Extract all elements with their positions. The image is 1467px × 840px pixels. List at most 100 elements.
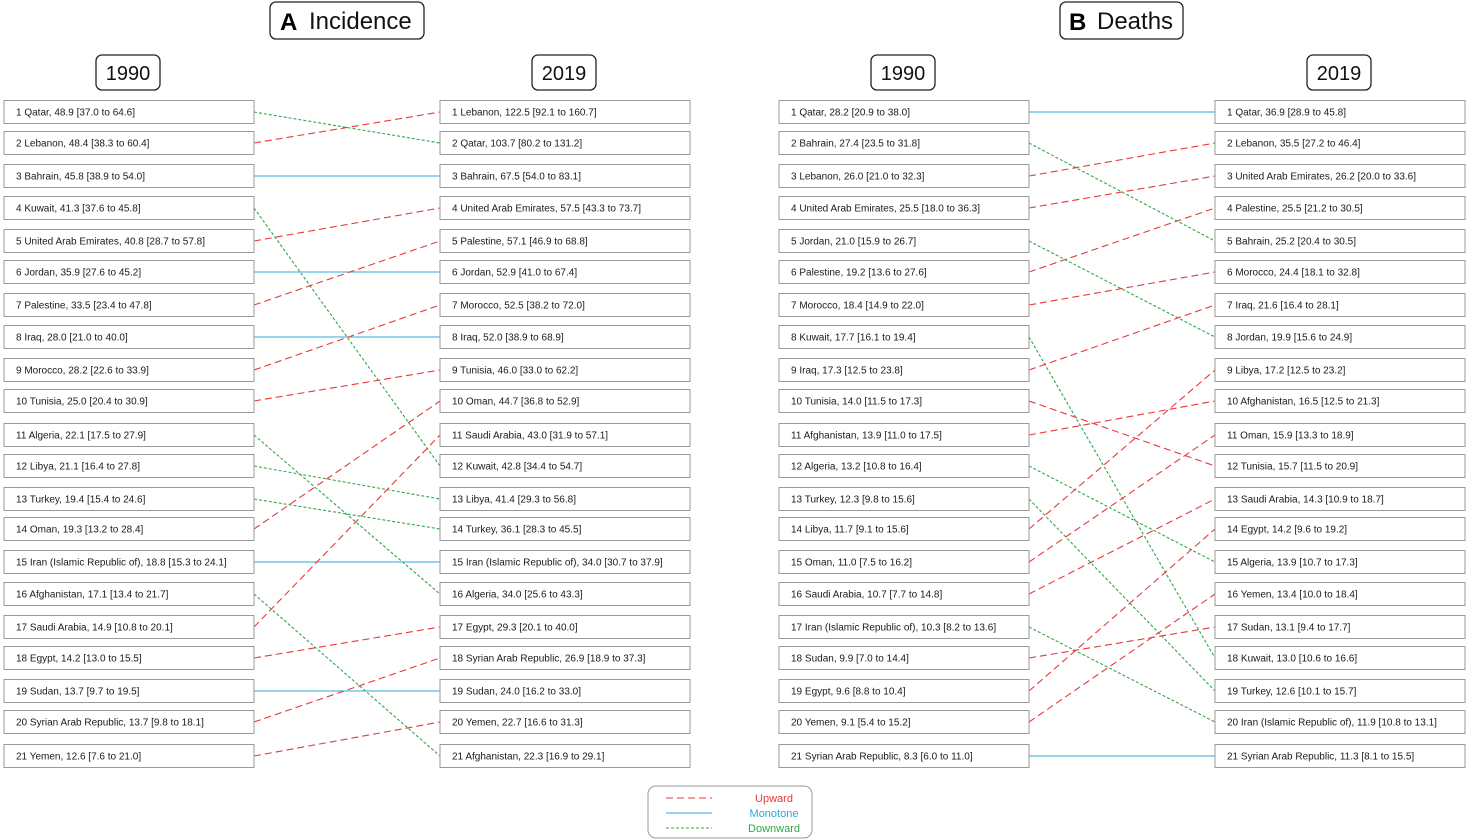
rank-box-frame bbox=[439, 517, 691, 541]
rank-label: 6 Jordan, 52.9 [41.0 to 67.4] bbox=[452, 268, 577, 279]
rank-box-frame bbox=[1214, 164, 1466, 188]
rank-box-left: 20 Yemen, 9.1 [5.4 to 15.2] bbox=[778, 710, 1030, 734]
rank-label: 6 Jordan, 35.9 [27.6 to 45.2] bbox=[16, 268, 141, 279]
rank-label: 15 Oman, 11.0 [7.5 to 16.2] bbox=[791, 558, 912, 569]
rank-box-frame bbox=[439, 710, 691, 734]
rank-box-frame bbox=[1214, 744, 1466, 768]
rank-label: 18 Egypt, 14.2 [13.0 to 15.5] bbox=[16, 654, 142, 665]
rank-box-frame bbox=[1214, 100, 1466, 124]
rank-label: 19 Egypt, 9.6 [8.8 to 10.4] bbox=[791, 687, 906, 698]
rank-label: 12 Tunisia, 15.7 [11.5 to 20.9] bbox=[1227, 462, 1358, 473]
panel-a-title: A Incidence bbox=[269, 1, 425, 40]
rank-box-frame bbox=[778, 164, 1030, 188]
rank-box-frame bbox=[778, 389, 1030, 413]
rank-label: 10 Afghanistan, 16.5 [12.5 to 21.3] bbox=[1227, 397, 1380, 408]
rank-box-frame bbox=[1214, 423, 1466, 447]
rank-label: 11 Afghanistan, 13.9 [11.0 to 17.5] bbox=[791, 431, 942, 442]
connector-upward bbox=[253, 626, 441, 659]
rank-label: 17 Egypt, 29.3 [20.1 to 40.0] bbox=[452, 623, 578, 634]
connector-upward bbox=[1028, 207, 1216, 273]
rank-box-left: 5 Jordan, 21.0 [15.9 to 26.7] bbox=[778, 229, 1030, 253]
rank-label: 21 Yemen, 12.6 [7.6 to 21.0] bbox=[16, 752, 141, 763]
rank-box-right: 15 Iran (Islamic Republic of), 34.0 [30.… bbox=[439, 550, 691, 574]
rank-label: 14 Egypt, 14.2 [9.6 to 19.2] bbox=[1227, 525, 1347, 536]
rank-box-frame bbox=[778, 325, 1030, 349]
rank-box-left: 18 Sudan, 9.9 [7.0 to 14.4] bbox=[778, 646, 1030, 670]
rank-box-frame bbox=[1214, 229, 1466, 253]
panel-b-left-year: 1990 bbox=[870, 54, 936, 91]
legend-frame bbox=[647, 785, 813, 839]
rank-box-frame bbox=[439, 646, 691, 670]
rank-label: 17 Saudi Arabia, 14.9 [10.8 to 20.1] bbox=[16, 623, 173, 634]
rank-label: 9 Iraq, 17.3 [12.5 to 23.8] bbox=[791, 366, 903, 377]
rank-label: 12 Libya, 21.1 [16.4 to 27.8] bbox=[16, 462, 140, 473]
rank-label: 4 United Arab Emirates, 25.5 [18.0 to 36… bbox=[791, 204, 980, 215]
rank-label: 5 Bahrain, 25.2 [20.4 to 30.5] bbox=[1227, 237, 1356, 248]
rank-box-frame bbox=[439, 389, 691, 413]
rank-box-left: 13 Turkey, 19.4 [15.4 to 24.6] bbox=[3, 487, 255, 511]
rank-label: 5 United Arab Emirates, 40.8 [28.7 to 57… bbox=[16, 237, 205, 248]
connector-upward bbox=[1028, 369, 1216, 530]
rank-label: 16 Yemen, 13.4 [10.0 to 18.4] bbox=[1227, 590, 1358, 601]
connector-lines bbox=[253, 111, 1216, 757]
rank-box-frame bbox=[439, 615, 691, 639]
rank-box-frame bbox=[778, 646, 1030, 670]
connector-downward bbox=[1028, 498, 1216, 692]
rank-label: 17 Iran (Islamic Republic of), 10.3 [8.2… bbox=[791, 623, 996, 634]
rank-box-frame bbox=[778, 487, 1030, 511]
rank-label: 17 Sudan, 13.1 [9.4 to 17.7] bbox=[1227, 623, 1351, 634]
rank-label: 8 Jordan, 19.9 [15.6 to 24.9] bbox=[1227, 333, 1352, 344]
rank-box-frame bbox=[1214, 550, 1466, 574]
svg-text:1990: 1990 bbox=[881, 63, 926, 85]
rank-box-frame bbox=[1214, 679, 1466, 703]
rank-box-left: 14 Oman, 19.3 [13.2 to 28.4] bbox=[3, 517, 255, 541]
rank-box-frame bbox=[3, 325, 255, 349]
connector-upward bbox=[1028, 434, 1216, 563]
rank-label: 19 Turkey, 12.6 [10.1 to 15.7] bbox=[1227, 687, 1357, 698]
rank-box-frame bbox=[1214, 615, 1466, 639]
rank-box-right: 3 United Arab Emirates, 26.2 [20.0 to 33… bbox=[1214, 164, 1466, 188]
connector-upward bbox=[253, 207, 441, 242]
connector-upward bbox=[1028, 498, 1216, 595]
rank-label: 18 Syrian Arab Republic, 26.9 [18.9 to 3… bbox=[452, 654, 646, 665]
rank-box-right: 13 Saudi Arabia, 14.3 [10.9 to 18.7] bbox=[1214, 487, 1466, 511]
rank-box-frame bbox=[3, 646, 255, 670]
rank-box-frame bbox=[1214, 358, 1466, 382]
rank-box-left: 15 Iran (Islamic Republic of), 18.8 [15.… bbox=[3, 550, 255, 574]
rank-box-right: 12 Tunisia, 15.7 [11.5 to 20.9] bbox=[1214, 454, 1466, 478]
rank-box-frame bbox=[3, 582, 255, 606]
rank-box-right: 12 Kuwait, 42.8 [34.4 to 54.7] bbox=[439, 454, 691, 478]
rank-box-frame bbox=[3, 454, 255, 478]
rank-label: 9 Libya, 17.2 [12.5 to 23.2] bbox=[1227, 366, 1346, 377]
rank-box-left: 8 Iraq, 28.0 [21.0 to 40.0] bbox=[3, 325, 255, 349]
rank-label: 11 Oman, 15.9 [13.3 to 18.9] bbox=[1227, 431, 1354, 442]
rank-box-right: 6 Jordan, 52.9 [41.0 to 67.4] bbox=[439, 260, 691, 284]
rank-box-frame bbox=[778, 710, 1030, 734]
rank-label: 2 Bahrain, 27.4 [23.5 to 31.8] bbox=[791, 139, 920, 150]
rank-label: 1 Qatar, 28.2 [20.9 to 38.0] bbox=[791, 108, 910, 119]
panel-b-right-year: 2019 bbox=[1306, 54, 1372, 91]
rank-box-left: 19 Sudan, 13.7 [9.7 to 19.5] bbox=[3, 679, 255, 703]
rank-box-right: 17 Egypt, 29.3 [20.1 to 40.0] bbox=[439, 615, 691, 639]
rank-box-frame bbox=[439, 582, 691, 606]
legend-label-upward: Upward bbox=[755, 793, 793, 805]
rank-box-frame bbox=[1214, 293, 1466, 317]
rank-box-left: 17 Saudi Arabia, 14.9 [10.8 to 20.1] bbox=[3, 615, 255, 639]
rank-box-right: 18 Kuwait, 13.0 [10.6 to 16.6] bbox=[1214, 646, 1466, 670]
rank-box-right: 13 Libya, 41.4 [29.3 to 56.8] bbox=[439, 487, 691, 511]
rank-box-frame bbox=[778, 744, 1030, 768]
rank-label: 3 Bahrain, 67.5 [54.0 to 83.1] bbox=[452, 172, 581, 183]
panel-a-right-year: 2019 bbox=[531, 54, 597, 91]
rank-label: 13 Turkey, 19.4 [15.4 to 24.6] bbox=[16, 495, 146, 506]
rank-box-right: 2 Qatar, 103.7 [80.2 to 131.2] bbox=[439, 131, 691, 155]
rank-box-frame bbox=[3, 260, 255, 284]
rank-label: 14 Libya, 11.7 [9.1 to 15.6] bbox=[791, 525, 909, 536]
rank-box-frame bbox=[439, 550, 691, 574]
rank-box-right: 21 Syrian Arab Republic, 11.3 [8.1 to 15… bbox=[1214, 744, 1466, 768]
connector-downward bbox=[1028, 336, 1216, 659]
rank-box-frame bbox=[1214, 389, 1466, 413]
rank-box-frame bbox=[439, 260, 691, 284]
rank-box-right: 7 Iraq, 21.6 [16.4 to 28.1] bbox=[1214, 293, 1466, 317]
rank-box-right: 6 Morocco, 24.4 [18.1 to 32.8] bbox=[1214, 260, 1466, 284]
rank-label: 14 Turkey, 36.1 [28.3 to 45.5] bbox=[452, 525, 582, 536]
